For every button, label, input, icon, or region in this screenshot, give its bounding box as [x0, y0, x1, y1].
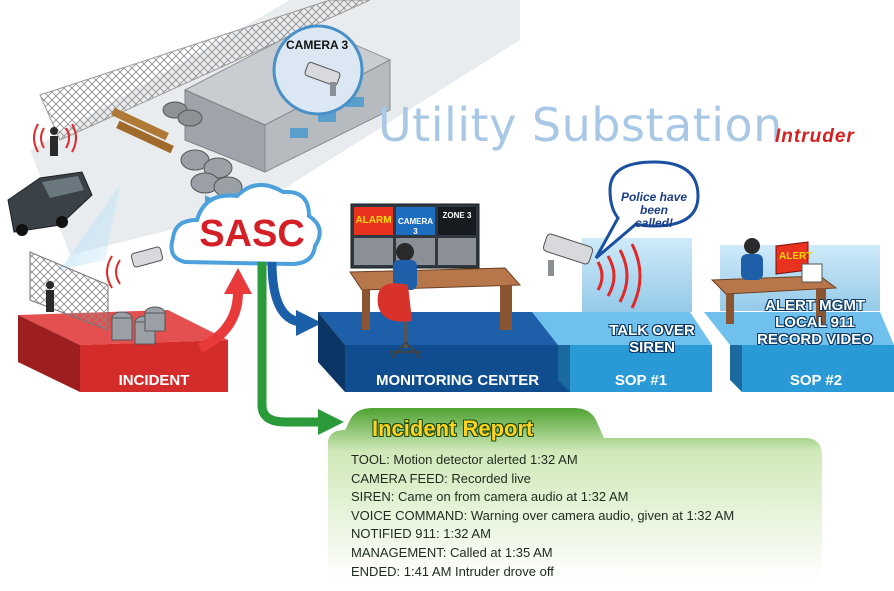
- report-line: MANAGEMENT: Called at 1:35 AM: [351, 544, 553, 560]
- report-line: TOOL: Motion detector alerted 1:32 AM: [351, 452, 578, 467]
- sop1-actions: TALK OVER SIREN: [602, 322, 702, 356]
- stage-sop2-label: SOP #2: [789, 372, 843, 389]
- sop1-platform: [532, 160, 712, 392]
- arrow-head-red: [224, 268, 252, 294]
- report-lines: TOOL: Motion detector alerted 1:32 AM CA…: [351, 451, 734, 581]
- arrow-head-green: [318, 409, 344, 435]
- sop2-actions: ALERT MGMT LOCAL 911 RECORD VIDEO: [750, 297, 880, 348]
- screen-zone: ZONE 3: [442, 211, 472, 220]
- camera-3-callout: [272, 24, 364, 116]
- report-line: SIREN: Came on from camera audio at 1:32…: [351, 489, 629, 505]
- arrow-sasc-to-report: [257, 262, 320, 427]
- cable-spools: [111, 101, 243, 198]
- stage-incident-label: INCIDENT: [118, 372, 190, 389]
- sop1-action-1: TALK OVER: [609, 322, 695, 339]
- incident-report-panel: [328, 408, 822, 580]
- motion-signal-icon: [33, 123, 77, 153]
- intruder-van: [7, 171, 93, 236]
- report-line: CAMERA FEED: Recorded live: [351, 470, 531, 486]
- sop2-action-1: ALERT MGMT: [765, 297, 865, 314]
- screen-camera: CAMERA 3: [397, 217, 434, 236]
- page-title: Utility Substation: [378, 98, 783, 152]
- arrow-sasc-to-monitoring: [267, 261, 302, 327]
- sasc-label: SASC: [199, 213, 305, 255]
- camera-3-label: CAMERA 3: [286, 38, 349, 52]
- report-line: ENDED: 1:41 AM Intruder drove off: [351, 563, 554, 579]
- sop1-action-2: SIREN: [629, 339, 675, 356]
- page-subtitle: Intruder: [775, 126, 855, 147]
- stage-sop1-label: SOP #1: [614, 372, 668, 389]
- sop2-platform: [704, 238, 894, 392]
- camera-beam: [60, 185, 120, 270]
- sop2-action-2: LOCAL 911: [775, 314, 855, 331]
- monitoring-platform: [318, 203, 570, 392]
- report-title: Incident Report: [372, 416, 534, 441]
- arrow-head-blue: [296, 310, 322, 336]
- incident-platform: [18, 246, 228, 392]
- report-line: NOTIFIED 911: 1:32 AM: [351, 526, 491, 542]
- stage-monitoring-label: MONITORING CENTER: [375, 372, 540, 389]
- intruder-figure-top: [50, 127, 58, 156]
- arrow-incident-to-sasc: [197, 291, 243, 353]
- report-line: VOICE COMMAND: Warning over camera audio…: [351, 507, 735, 523]
- screen-alarm: ALARM: [355, 215, 392, 226]
- sop2-action-3: RECORD VIDEO: [757, 331, 873, 348]
- police-bubble-text: Police have been called!: [620, 190, 688, 230]
- sasc-cloud: [169, 183, 322, 267]
- alert-sign-label: ALERT: [779, 251, 813, 262]
